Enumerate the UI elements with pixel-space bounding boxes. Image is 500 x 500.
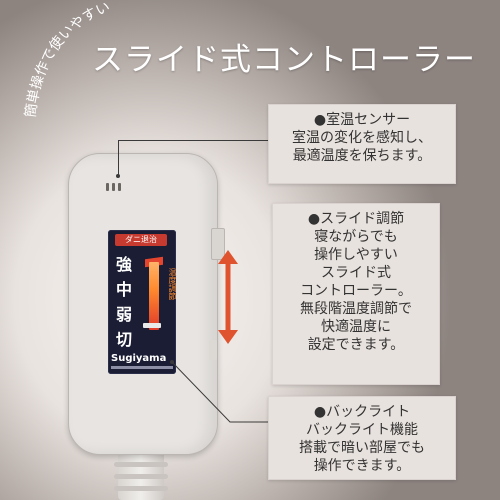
callout-text: 搭載で暗い部屋でも [299,440,425,456]
cord-ring [114,462,168,467]
callout-slide-adjust: ●スライド調節 寝ながらでも 操作しやすい スライド式 コントローラー。 無段階… [272,203,440,385]
leader-line-sensor [118,140,270,141]
callout-text: 最適温度を保ちます。 [292,148,432,164]
callout-text: 操作できます。 [313,458,411,474]
page-title: スライド式コントローラー [92,42,476,78]
control-panel [108,230,176,374]
callout-title: ●バックライト [313,404,411,420]
temp-adjust-label: 温度調節 [168,268,177,300]
callout-text: スライド式 [321,265,391,281]
room-temp-sensor [106,176,128,191]
callout-text: 寝ながらでも [314,229,398,245]
heat-indicator-bar [149,262,159,330]
cord-ring [114,486,168,491]
level-labels: 強 中 弱 切 [113,252,135,352]
up-down-arrow-icon [218,250,238,344]
brand-logo: Sugiyama [111,353,167,364]
slider-tab-lower [209,340,217,360]
level-off: 切 [115,330,132,349]
slider-knob[interactable] [143,323,161,328]
callout-room-sensor: ●室温センサー 室温の変化を感知し、 最適温度を保ちます。 [268,104,456,184]
callout-text: コントローラー。 [300,283,412,299]
callout-title: ●室温センサー [313,112,411,128]
level-strong: 強 [115,255,132,274]
controller-body [68,153,218,455]
callout-backlight: ●バックライト バックライト機能 搭載で暗い部屋でも 操作できます。 [268,396,456,480]
arc-caption: 簡単操作で使いやすい [23,0,112,118]
leader-line-sensor [118,140,119,176]
callout-text: バックライト機能 [306,422,418,438]
level-medium: 中 [115,280,132,299]
level-weak: 弱 [115,305,132,324]
callout-text: 操作しやすい [314,247,398,263]
mite-removal-label: ダニ退治 [115,234,167,246]
leader-line-backlight [170,360,268,423]
callout-text: 室温の変化を感知し、 [292,130,432,146]
leader-dot [116,174,120,178]
callout-text: 快適温度に [321,319,391,335]
slider-tab[interactable] [211,228,225,260]
callout-text: 無段階温度調節で [300,301,412,317]
callout-text: 設定できます。 [307,337,405,353]
brand-logo-underline [111,366,173,369]
cord-ring [114,474,168,479]
callout-title: ●スライド調節 [307,211,405,227]
